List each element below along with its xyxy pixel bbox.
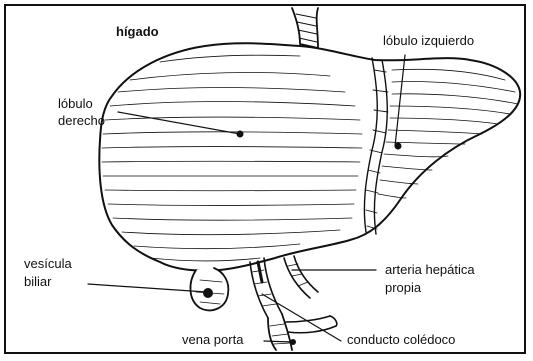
gallbladder-label-line1: vesícula [24,256,72,272]
gallbladder [190,268,228,310]
hepatic-artery-label-line1: arteria hepática [385,262,475,278]
right-lobe-label-line2: derecho [58,113,105,129]
diagram-title: hígado [116,24,159,40]
hepatic-artery-label-line2: propia [385,280,421,296]
right-lobe-label-line1: lóbulo [58,96,93,112]
bile-duct-label: conducto colédoco [347,332,455,348]
gallbladder-label-line2: biliar [24,274,51,290]
portal-vein-label: vena porta [182,332,243,348]
vena-cava [292,8,318,48]
liver-outline [99,43,520,270]
left-lobe-label: lóbulo izquierdo [383,33,474,49]
